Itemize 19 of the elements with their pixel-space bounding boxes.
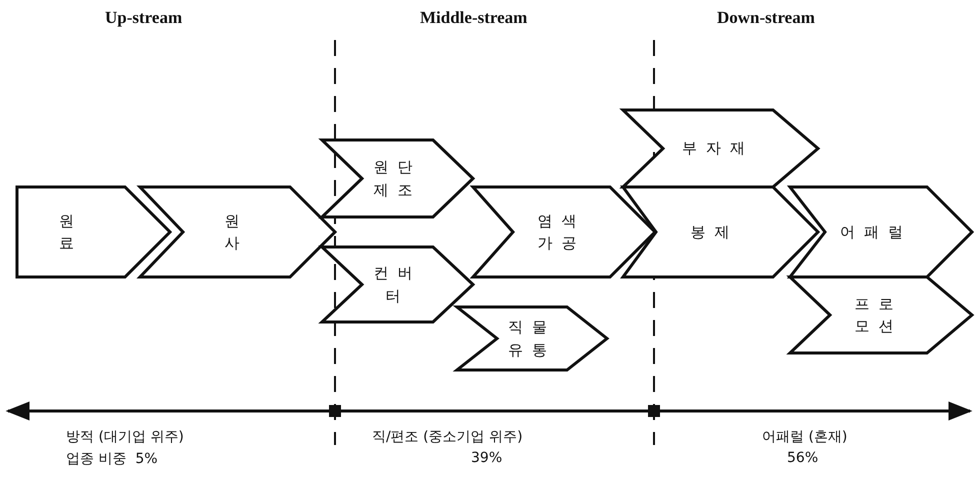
stage-heading: Up-stream [105,8,182,28]
step-label: 원사 [224,210,250,254]
sector-label: 직/편조 (중소기업 위주) [372,428,523,446]
step-label: 직물 유통 [507,317,557,360]
share-label: 업종 비중 5% [66,450,158,468]
step-label: 봉제 [690,222,738,243]
step-label: 원료 [58,210,84,254]
step-label: 프로모션 [854,294,904,337]
step-label: 컨버터 [372,263,422,306]
share-label: 56% [787,450,818,466]
step-label: 어패럴 [840,222,912,243]
sector-label: 방적 (대기업 위주) [66,428,184,446]
step-label: 염색 가공 [536,210,586,254]
step-label: 부자재 [682,138,754,160]
stage-heading: Down-stream [717,8,815,28]
share-label: 39% [471,450,502,466]
step-label: 원단 제조 [372,157,422,200]
sector-label: 어패럴 (혼재) [762,428,848,446]
stage-heading: Middle-stream [420,8,528,28]
